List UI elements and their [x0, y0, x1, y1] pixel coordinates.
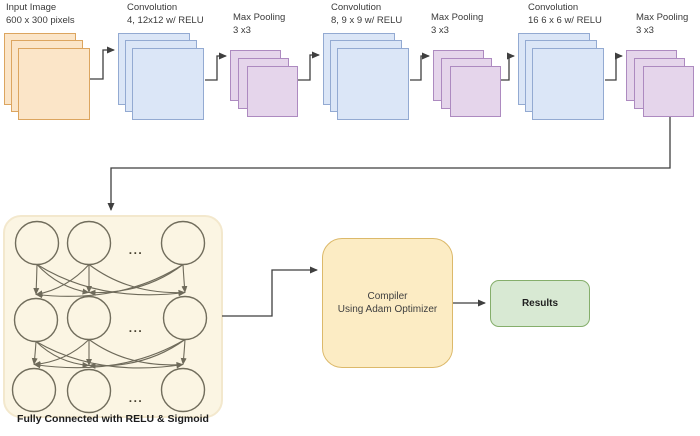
- arrow-input-to-conv1: [90, 46, 115, 80]
- stack-layer: [18, 48, 90, 120]
- label-title: Input Image: [6, 2, 57, 13]
- pool3-label: Max Pooling 3 x3: [636, 12, 688, 37]
- stack-layer: [532, 48, 604, 120]
- stack-layer: [132, 48, 204, 120]
- conv2-stack: [323, 33, 410, 120]
- compiler-label-line2: Using Adam Optimizer: [337, 304, 438, 315]
- label-title: Convolution: [528, 2, 579, 13]
- label-title: Convolution: [127, 2, 178, 13]
- label-subtitle: 16 6 x 6 w/ RELU: [528, 14, 602, 26]
- pool1-label: Max Pooling 3 x3: [233, 12, 285, 37]
- arrow-conv2-to-pool2: [410, 52, 430, 81]
- arrow-pool1-to-conv2: [298, 51, 320, 81]
- conv2-label: Convolution 8, 9 x 9 w/ RELU: [331, 2, 402, 27]
- compiler-box: Compiler Using Adam Optimizer: [322, 238, 453, 368]
- conv3-stack: [518, 33, 605, 120]
- results-label: Results: [521, 298, 559, 309]
- pool2-label: Max Pooling 3 x3: [431, 12, 483, 37]
- stack-layer: [643, 66, 694, 117]
- fully-connected-caption: Fully Connected with RELU & Sigmoid: [17, 413, 209, 425]
- label-title: Max Pooling: [636, 12, 689, 23]
- pool1-stack: [230, 50, 298, 117]
- pool3-stack: [626, 50, 694, 117]
- stack-layer: [247, 66, 298, 117]
- label-title: Max Pooling: [431, 12, 484, 23]
- label-subtitle: 3 x3: [431, 24, 449, 36]
- input-image-stack: [4, 33, 90, 120]
- label-subtitle: 8, 9 x 9 w/ RELU: [331, 14, 403, 26]
- input-image-label: Input Image 600 x 300 pixels: [6, 2, 75, 27]
- arrow-pool3-to-fully-connected: [107, 117, 671, 211]
- arrow-conv1-to-pool1: [205, 52, 227, 81]
- stack-layer: [450, 66, 501, 117]
- label-subtitle: 3 x3: [233, 24, 251, 36]
- arrow-pool2-to-conv3: [501, 52, 515, 81]
- arrow-fully-connected-to-compiler: [222, 266, 318, 317]
- conv1-label: Convolution 4, 12x12 w/ RELU: [127, 2, 204, 27]
- arrow-conv3-to-pool3: [605, 52, 623, 81]
- conv3-label: Convolution 16 6 x 6 w/ RELU: [528, 2, 602, 27]
- label-title: Max Pooling: [233, 12, 286, 23]
- label-subtitle: 3 x3: [636, 24, 654, 36]
- compiler-label-line1: Compiler: [367, 291, 408, 302]
- fully-connected-box: [3, 215, 223, 418]
- results-box: Results: [490, 280, 590, 327]
- pool2-stack: [433, 50, 501, 117]
- label-subtitle: 600 x 300 pixels: [6, 14, 75, 26]
- conv1-stack: [118, 33, 205, 120]
- label-title: Convolution: [331, 2, 382, 13]
- label-subtitle: 4, 12x12 w/ RELU: [127, 14, 204, 26]
- stack-layer: [337, 48, 409, 120]
